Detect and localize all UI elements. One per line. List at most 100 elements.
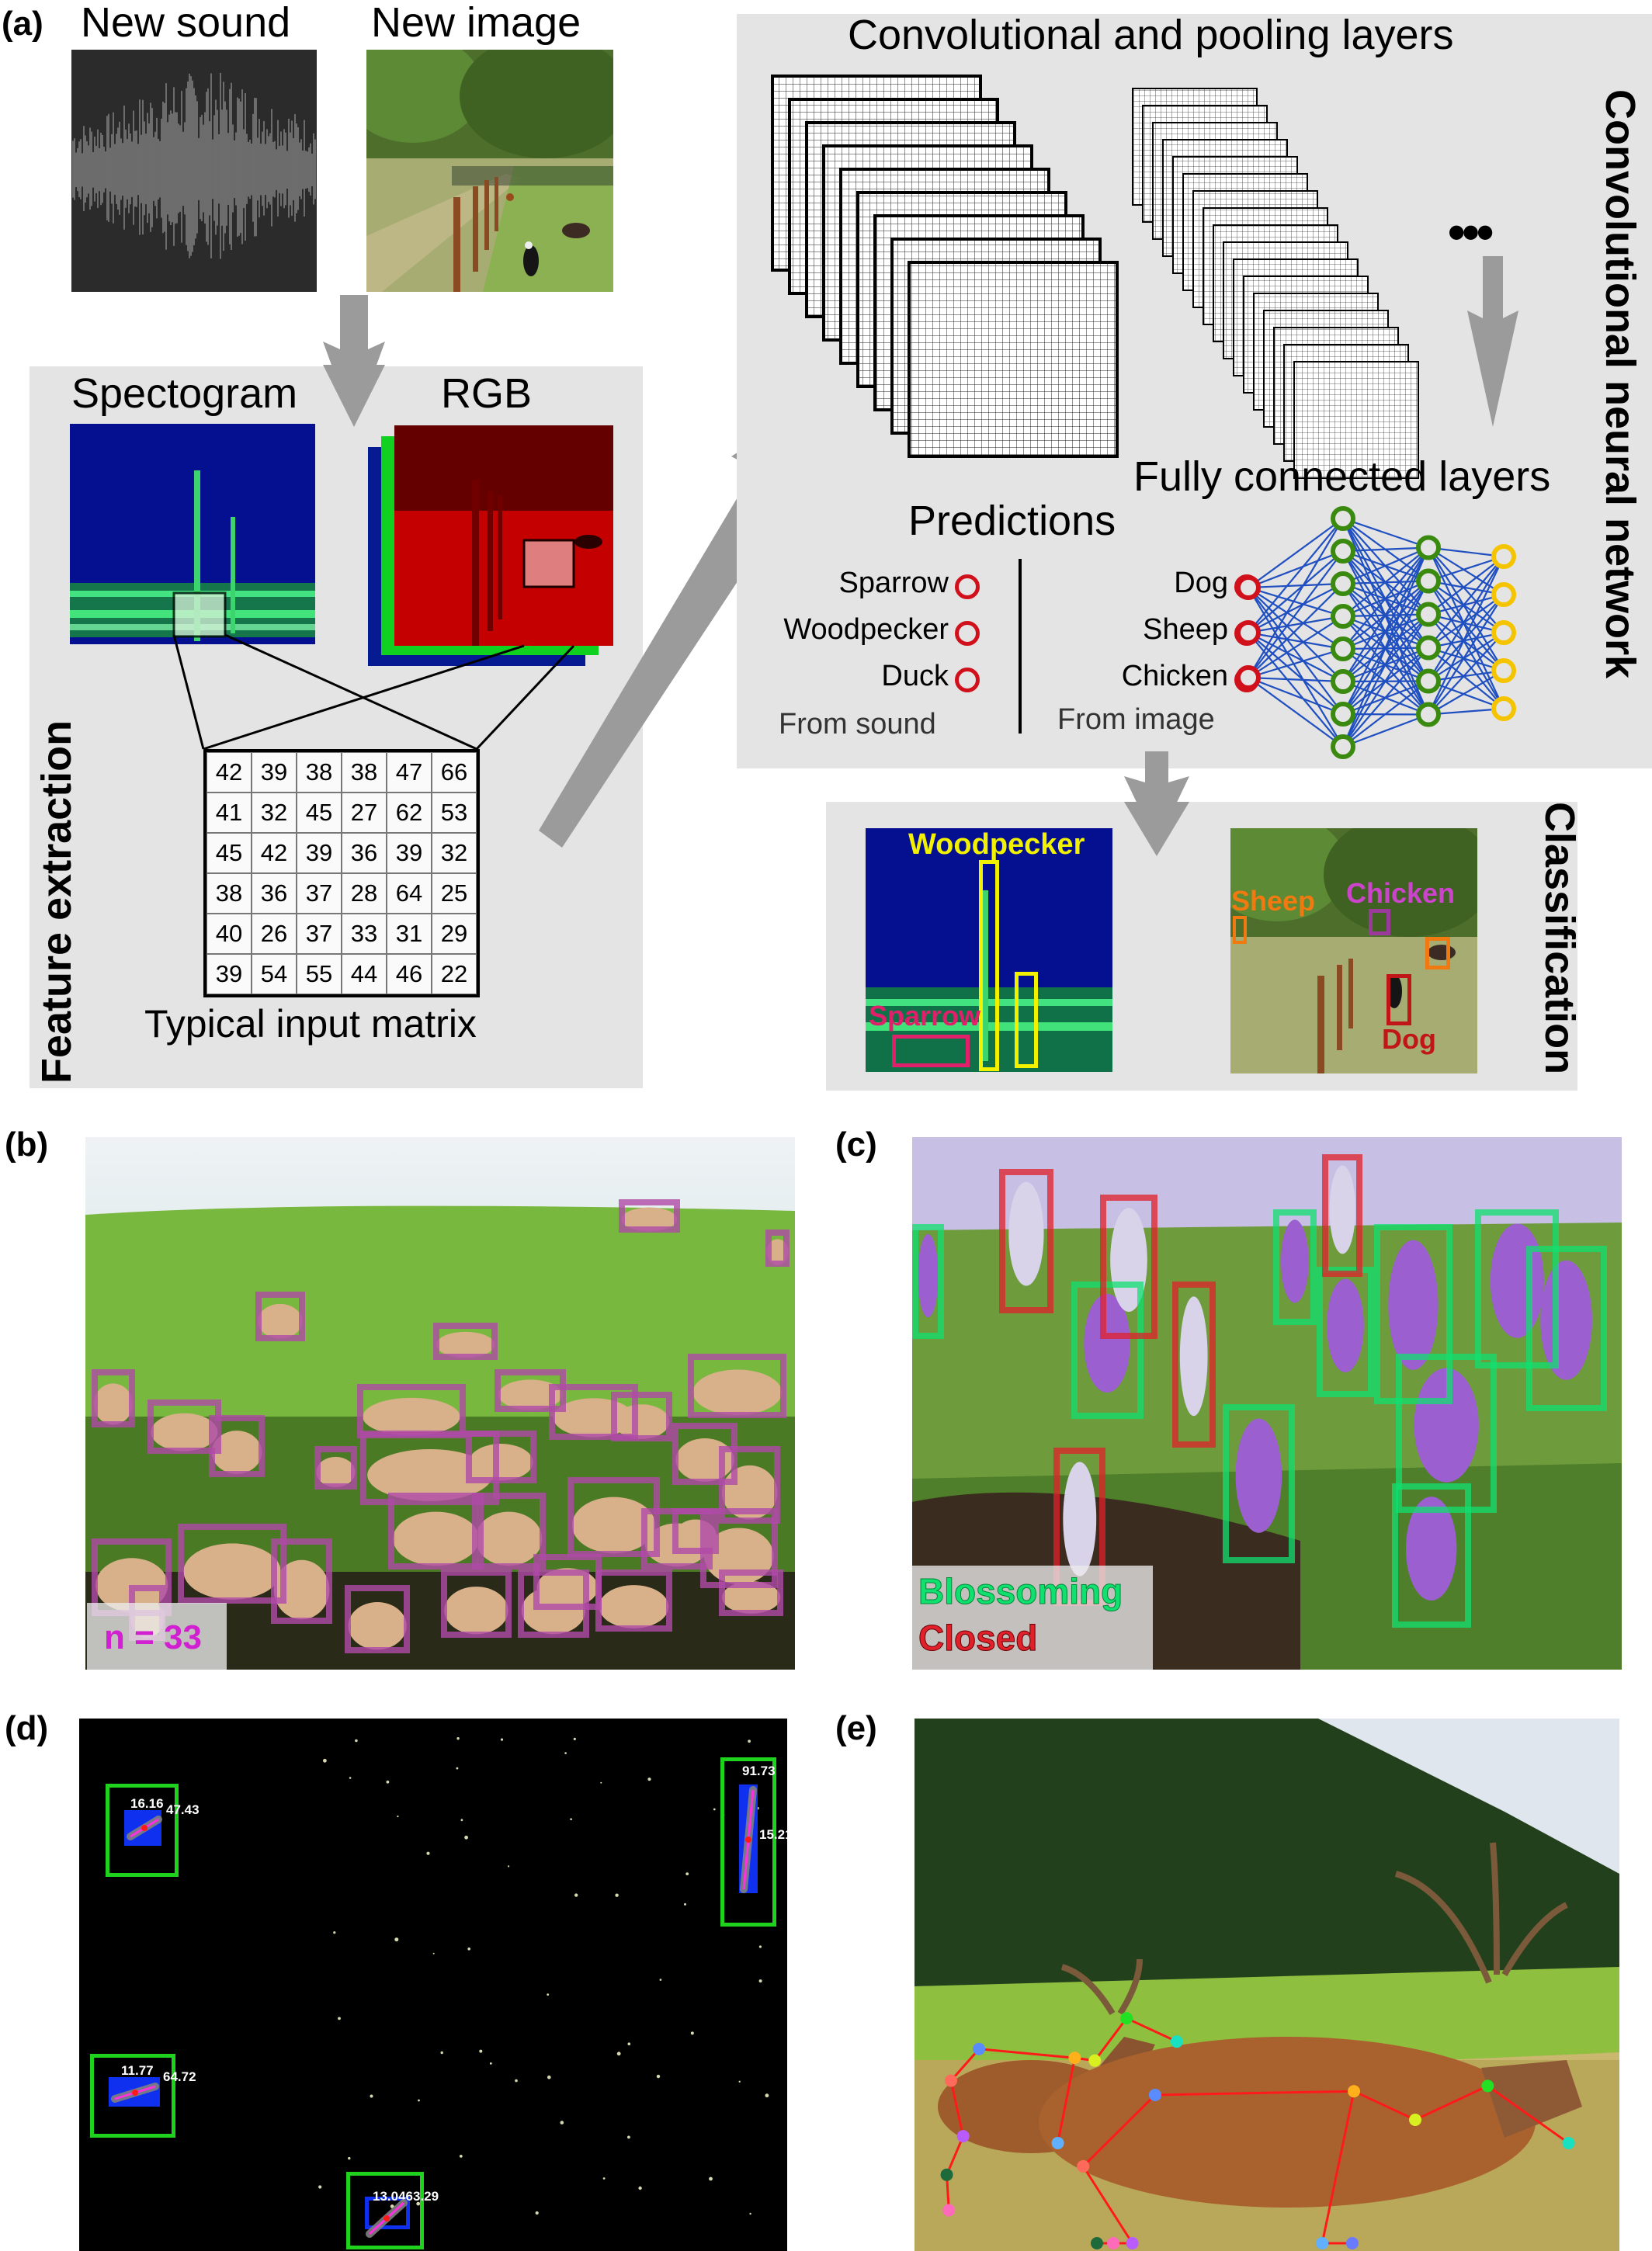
keypoint [1148,2088,1161,2101]
network-edge [1341,547,1430,747]
star-dot [564,1752,567,1754]
matrix-cell: 64 [387,873,432,914]
star-dot [535,2211,539,2215]
crocus-photo: Blossoming Closed [912,1137,1622,1670]
star-dot [333,1931,336,1934]
network-edge [1428,556,1504,682]
network-edge [1248,582,1344,589]
matrix-cell: 45 [297,793,342,833]
new-sound-title: New sound [81,0,291,46]
mushroom-photo: n = 33 [85,1137,795,1670]
count-badge: n = 33 [87,1603,227,1670]
skeleton-edge [949,2048,980,2082]
mushroom-cap [363,1397,460,1436]
panel-b-label: (b) [5,1126,49,1164]
network-node [1236,620,1261,645]
star-dot [738,2080,741,2083]
matrix-caption: Typical input matrix [144,1002,477,1046]
network-edge [1248,647,1344,679]
star-dot [355,1739,358,1743]
star-dot [615,1893,619,1897]
network-node [1491,620,1516,645]
mushroom-cap [211,1431,262,1474]
rgb-red-channel [394,425,613,646]
blossoming-detection-box [1396,1354,1498,1513]
prediction-node-icon [955,668,980,692]
deer-scene [914,1719,1619,2251]
mushroom-detection-box [471,1492,547,1570]
star-dot [479,2049,483,2053]
panel-c-label: (c) [835,1126,877,1164]
network-edge [1248,518,1344,633]
network-edge [1428,707,1504,716]
star-dot [418,2099,420,2102]
crocus-flower [1084,1293,1130,1393]
panel-e-label: (e) [835,1709,877,1747]
more-layers-ellipsis: ••• [1448,204,1494,260]
skeleton-edge [1082,2166,1133,2244]
farm-photo [366,50,613,292]
prediction-node-icon [955,621,980,646]
matrix-cell: 39 [297,833,342,873]
star-dot [432,1952,435,1954]
star-dot [416,2201,421,2206]
network-edge [1428,546,1504,633]
blossoming-detection-box [1525,1245,1607,1412]
mushroom-detection-box [718,1446,781,1524]
deer-pose-photo [914,1719,1619,2251]
network-edge [1428,631,1504,649]
matrix-cell: 42 [252,833,297,873]
matrix-cell: 42 [206,752,252,793]
network-edge [1428,632,1504,716]
network-edge [1248,587,1344,650]
mushroom-cap [599,1585,669,1628]
skeleton-edge [978,2048,1075,2059]
network-edge [1428,669,1504,682]
detection-value-b: 64.72 [163,2069,196,2084]
star-dot [570,1818,572,1820]
keypoint [1077,2159,1090,2173]
waveform-graphic [72,72,316,259]
matrix-cell: 38 [206,873,252,914]
network-node [1491,658,1516,683]
matrix-cell: 36 [252,873,297,914]
network-edge [1428,580,1504,709]
mushroom-detection-box [610,1392,673,1442]
woodpecker-box-2 [1015,972,1038,1068]
keypoint [1170,2035,1183,2048]
crocus-flower [1063,1462,1097,1576]
blossoming-detection-box [1316,1267,1375,1397]
stars-graphic [318,1737,769,2215]
prediction-node-icon [955,574,980,599]
matrix-cell: 55 [297,954,342,994]
spectrogram-title: Spectogram [71,370,298,417]
star-dot [508,1865,510,1868]
star-dot [638,2186,642,2190]
mushroom-detection-box [672,1423,738,1485]
conv-layers-graphic [771,75,1419,479]
skeleton-edge [946,2135,965,2176]
mushroom-detection-box [432,1322,498,1360]
crocus-flower [1329,1165,1355,1254]
mushroom-cap [692,1369,783,1416]
star-dot [574,1893,578,1897]
conv-layer-grid [908,261,1119,458]
keypoint [956,2130,970,2143]
network-node [1331,734,1355,759]
keypoint [1348,2085,1361,2098]
network-edge [1248,616,1344,678]
skeleton-edge [1487,2085,1570,2145]
matrix-cell: 29 [432,914,477,954]
classification-label: Classification [1536,802,1583,1075]
network-node [1331,506,1355,531]
matrix-cell: 44 [342,954,387,994]
mushroom-cap [316,1456,356,1487]
matrix-cell: 46 [387,954,432,994]
sparrow-label: Sparrow [869,1000,981,1032]
detection-value-a: 13.0463.29 [373,2189,439,2204]
matrix-cell: 37 [297,873,342,914]
network-edge [1428,670,1504,716]
mushroom-cap [258,1303,303,1339]
closed-detection-box [1171,1282,1216,1448]
star-dot [547,1993,550,1996]
